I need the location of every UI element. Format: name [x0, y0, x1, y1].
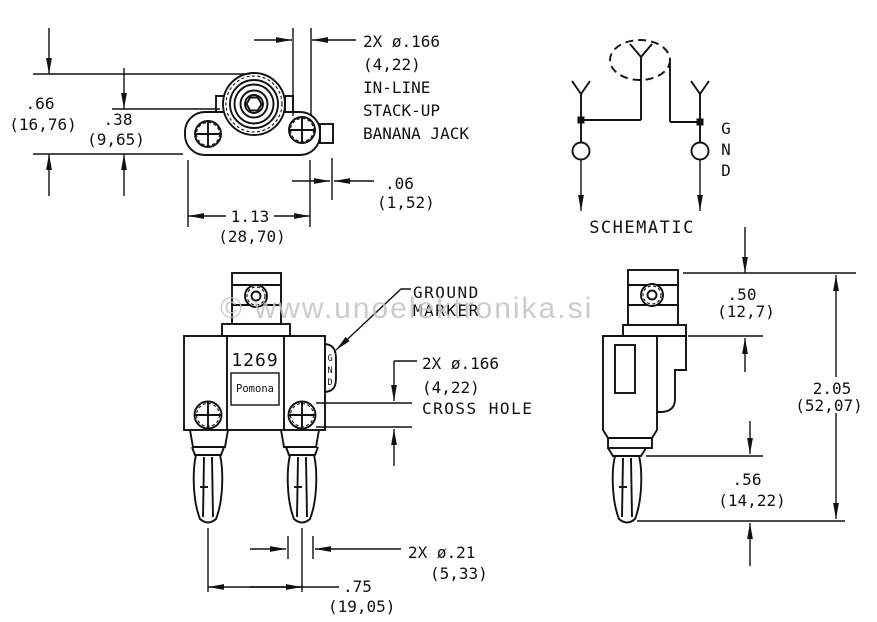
- banana-plug-side: [607, 447, 647, 524]
- jack-ring-2: [233, 83, 275, 125]
- post-base-plate-side: [622, 324, 687, 337]
- dim-width-mm: (28,70): [218, 227, 285, 246]
- jack-ring-4: [244, 94, 264, 114]
- gnd-letter-d: D: [721, 161, 731, 180]
- right-contact-symbol: [690, 141, 710, 161]
- dim-height-mm: (16,76): [9, 115, 76, 134]
- schematic-title: SCHEMATIC: [589, 218, 695, 238]
- label-panel-side: [614, 344, 636, 394]
- dim-body-height-in: .38: [104, 110, 133, 129]
- brand-label-box: [230, 372, 280, 406]
- schematic-text: G N D SCHEMATIC: [589, 119, 731, 238]
- ground-callout-line1: GROUND: [413, 283, 480, 302]
- gnd-marker-n: N: [327, 366, 332, 376]
- schematic-wires: [571, 43, 710, 211]
- schematic: G N D SCHEMATIC: [571, 39, 731, 238]
- dim-post-mm: (12,7): [717, 302, 775, 321]
- post-base-plate: [221, 323, 291, 337]
- jack-outer-ring: [222, 72, 286, 136]
- dim-spacing-mm: (19,05): [328, 597, 395, 616]
- center-fork-symbol: [629, 43, 653, 59]
- dim-plug-in: .56: [733, 470, 762, 489]
- left-contact-symbol: [571, 141, 591, 161]
- post-jack-socket-side: [640, 283, 664, 307]
- gnd-letter-g: G: [721, 119, 731, 138]
- ground-callout-line2: MARKER: [413, 301, 480, 320]
- right-foot: [280, 429, 320, 448]
- gnd-marker-bump: [324, 342, 337, 394]
- front-view-part: 1269 Pomona G N D: [183, 272, 337, 524]
- stackup-jack-symbol: [609, 39, 671, 81]
- side-view: .50 (12,7) 2.05 (52,07) .56 (14,22): [602, 227, 863, 566]
- cross-hole-callout-line1: 2X ø.166: [422, 354, 499, 373]
- left-banana-plug: [191, 446, 225, 524]
- right-banana-plug: [285, 446, 319, 524]
- dim-tab-in: .06: [385, 174, 414, 193]
- body-side: [602, 335, 687, 439]
- jack-right-nub: [284, 95, 294, 113]
- callout-stackup-line3: IN-LINE: [363, 78, 430, 97]
- jack-knurl: [225, 75, 283, 133]
- right-fork-symbol: [690, 80, 710, 96]
- dim-width-in: 1.13: [231, 207, 270, 226]
- foot-side: [607, 437, 653, 449]
- cross-hole-callout-line3: CROSS HOLE: [422, 399, 533, 418]
- gnd-marker-d: D: [327, 378, 332, 388]
- right-cross-hole: [287, 400, 317, 430]
- left-junction-dot: [577, 116, 585, 124]
- post-jack-socket: [244, 284, 268, 308]
- callout-stackup-line1: 2X ø.166: [363, 32, 440, 51]
- dim-total-mm: (52,07): [795, 396, 862, 415]
- top-view-part: [184, 72, 334, 156]
- front-view-dimension-text: GROUND MARKER 2X ø.166 (4,22) CROSS HOLE…: [328, 283, 533, 616]
- gnd-letter-n: N: [721, 140, 731, 159]
- left-cross-hole: [193, 400, 223, 430]
- left-screw-hole: [194, 120, 222, 148]
- dim-post-in: .50: [728, 285, 757, 304]
- dim-plug-dia-in: 2X ø.21: [408, 543, 475, 562]
- cross-hole-callout-line2: (4,22): [422, 378, 480, 397]
- side-tab: [319, 123, 334, 144]
- dim-spacing-in: .75: [343, 577, 372, 596]
- gnd-marker-g: G: [327, 354, 332, 364]
- left-fork-symbol: [571, 80, 591, 96]
- callout-stackup-line5: BANANA JACK: [363, 124, 469, 143]
- callout-stackup-line2: (4,22): [363, 55, 421, 74]
- side-view-dimension-text: .50 (12,7) 2.05 (52,07) .56 (14,22): [717, 285, 863, 510]
- model-number: 1269: [231, 350, 278, 371]
- left-foot: [189, 429, 229, 448]
- top-view-dimension-lines: [33, 28, 374, 227]
- ground-marker-leader: [335, 288, 411, 351]
- side-view-part: [602, 269, 687, 524]
- brand-label: Pomona: [236, 383, 274, 395]
- dim-plug-mm: (14,22): [718, 491, 785, 510]
- dim-plug-dia-mm: (5,33): [430, 564, 488, 583]
- right-junction-dot: [696, 118, 704, 126]
- jack-ring-3: [239, 89, 269, 119]
- dim-body-height-mm: (9,65): [87, 130, 145, 149]
- side-view-dimension-lines: [637, 227, 856, 566]
- dim-tab-mm: (1,52): [377, 193, 435, 212]
- jack-hex-socket: [245, 96, 263, 112]
- jack-ring-1: [229, 79, 279, 129]
- top-view-dimension-text: .66 (16,76) .38 (9,65) 1.13 (28,70) .06 …: [9, 32, 469, 246]
- top-view: .66 (16,76) .38 (9,65) 1.13 (28,70) .06 …: [9, 28, 469, 246]
- dim-total-in: 2.05: [813, 379, 852, 398]
- dim-height-in: .66: [26, 94, 55, 113]
- front-view: 1269 Pomona G N D: [183, 272, 533, 616]
- right-jack-hole: [288, 116, 316, 144]
- front-view-dimension-lines: [207, 288, 417, 592]
- callout-stackup-line4: STACK-UP: [363, 101, 440, 120]
